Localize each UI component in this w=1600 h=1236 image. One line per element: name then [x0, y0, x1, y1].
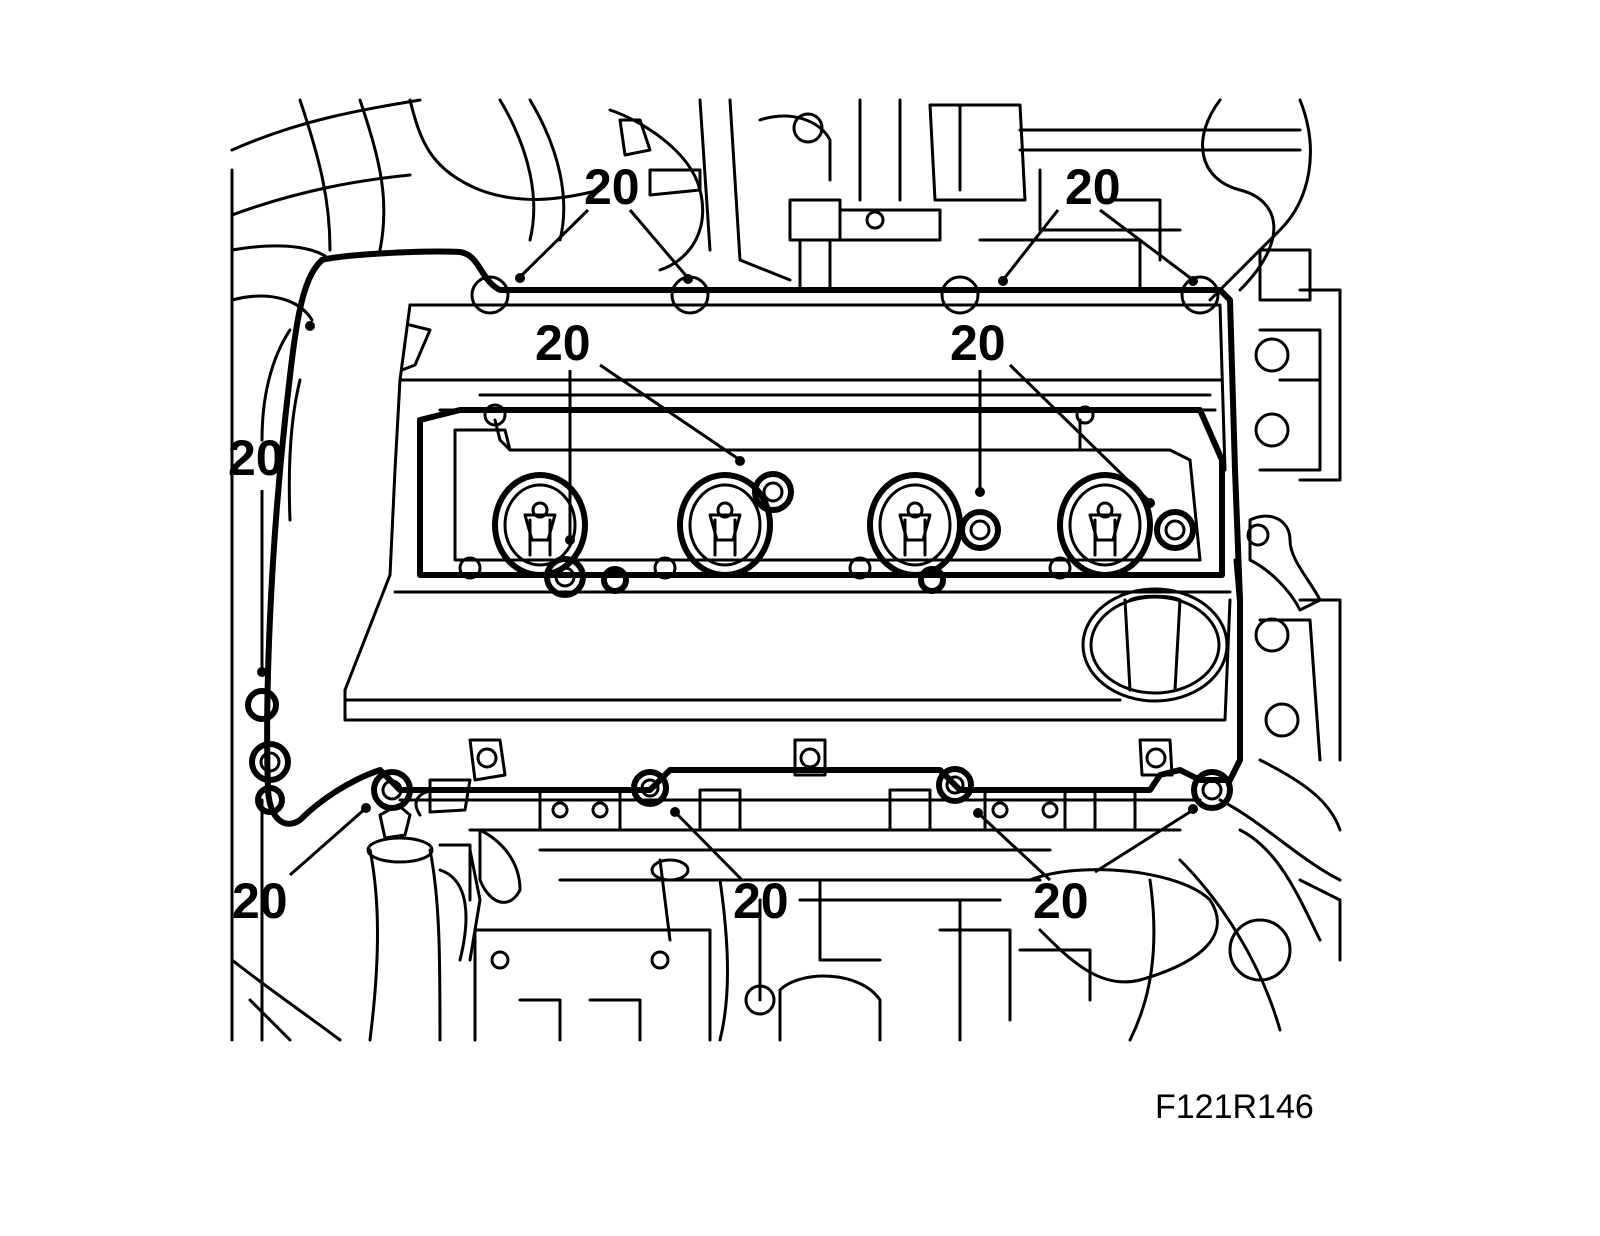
left-side-bolts — [245, 688, 291, 815]
callout-inner-left: 20 — [535, 315, 591, 371]
valve-cover — [264, 248, 1322, 827]
callout-top-right-pair: 20 — [1065, 159, 1121, 215]
figure-code: F121R146 — [1155, 1088, 1314, 1126]
callout-left-side: 20 — [228, 430, 284, 486]
coil-bolts — [544, 471, 1196, 598]
callout-inner-right: 20 — [950, 315, 1006, 371]
callout-bottom-center: 20 — [733, 873, 789, 929]
callout-labels: 20 20 20 20 20 20 20 20 — [228, 159, 1121, 929]
callout-bottom-right: 20 — [1033, 873, 1089, 929]
callout-leaders — [257, 208, 1198, 882]
oil-filler-cap — [1081, 587, 1229, 703]
coil-2 — [677, 472, 773, 578]
callout-bottom-left: 20 — [232, 873, 288, 929]
coil-4 — [1057, 472, 1153, 578]
callout-top-left-pair: 20 — [584, 159, 640, 215]
engine-background-detail — [230, 98, 1342, 1042]
coil-1 — [492, 472, 588, 578]
fuel-rail-area — [371, 738, 1233, 904]
